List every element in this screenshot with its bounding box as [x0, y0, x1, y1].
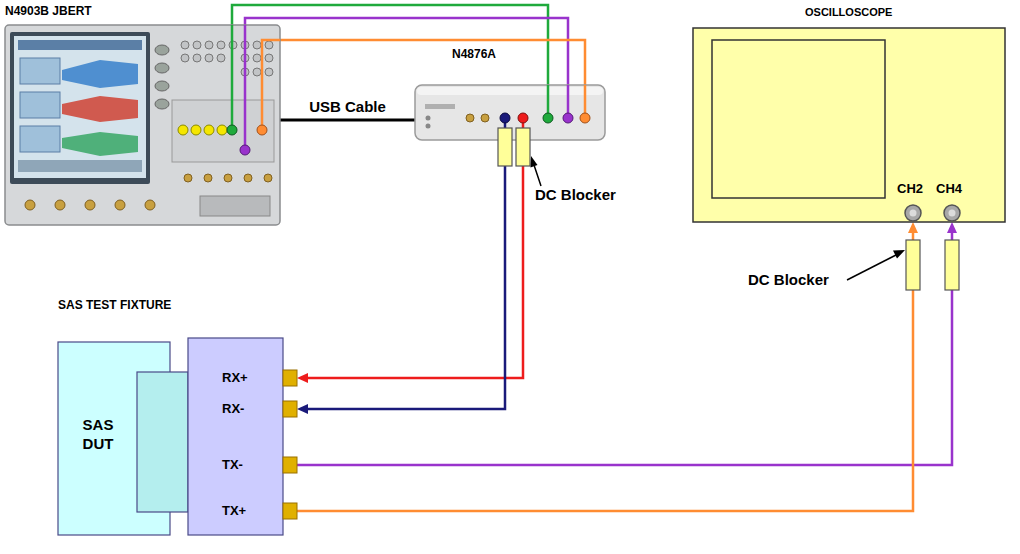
arrowhead — [908, 222, 918, 233]
callout-label: DC Blocker — [535, 186, 616, 204]
box-top — [417, 87, 603, 95]
green-connector — [227, 125, 237, 135]
instrument-node: N4876A — [415, 85, 605, 140]
button — [155, 99, 169, 109]
screen-bezel — [10, 32, 150, 184]
screen-bar — [18, 40, 142, 50]
yellow-connectors — [178, 125, 227, 135]
purple-connector — [563, 113, 573, 123]
button — [155, 63, 169, 73]
cable-line — [245, 18, 568, 85]
dc-blocker — [498, 128, 512, 166]
screen-panel — [20, 58, 60, 84]
arrowhead — [297, 373, 308, 383]
button — [155, 81, 169, 91]
callout-label: DC Blocker — [748, 271, 829, 289]
instrument-name: OSCILLOSCOPE — [805, 6, 892, 19]
screen-panel — [20, 92, 60, 118]
blue-connector — [500, 113, 510, 123]
connector — [481, 114, 489, 122]
sma-tab — [283, 457, 297, 473]
instrument-name: N4876A — [452, 47, 496, 61]
channel-input — [905, 205, 921, 221]
leader-arrowhead — [893, 250, 905, 259]
dc-blocker — [906, 240, 920, 290]
dc-blocker — [516, 128, 530, 166]
connector-panel — [172, 100, 274, 162]
channel-input — [944, 205, 960, 221]
pin-label: TX+ — [222, 503, 246, 519]
button — [155, 45, 169, 55]
cable-connector — [297, 140, 523, 383]
cable-line — [280, 40, 585, 85]
orange-cable — [262, 40, 280, 130]
connector — [466, 114, 474, 122]
cable-label: USB Cable — [307, 98, 388, 116]
screen-panel — [20, 126, 60, 152]
sma-tab — [283, 370, 297, 386]
scope-screen — [712, 40, 885, 198]
dut-connector — [137, 372, 188, 512]
cable-line — [305, 140, 505, 409]
arrowhead — [947, 222, 957, 233]
channel-input-core — [949, 210, 956, 217]
led — [426, 124, 431, 129]
arrowhead — [297, 404, 308, 414]
green-connector — [543, 113, 553, 123]
pin-label: RX- — [222, 401, 244, 417]
purple-cable — [244, 25, 247, 150]
fixture-title: SAS TEST FIXTURE — [58, 298, 171, 312]
dc-blocker — [945, 240, 959, 290]
cable-line — [297, 230, 913, 511]
channel-input-core — [910, 210, 917, 217]
instrument-node: N4903B JBERT — [5, 25, 280, 225]
screen-graphic — [62, 132, 138, 156]
keypad — [181, 41, 273, 76]
channel-label: CH4 — [936, 181, 962, 197]
cable-line — [305, 140, 523, 378]
dut-node: SAS DUT — [58, 342, 170, 535]
cable-line — [280, 119, 415, 122]
dut-label: SAS DUT — [68, 416, 128, 454]
red-connector — [518, 113, 528, 123]
sas-fixture-assembly — [58, 338, 297, 535]
port-block — [200, 196, 270, 216]
cable-connector — [297, 140, 505, 414]
cable-connector — [297, 222, 957, 465]
instrument-body — [5, 25, 280, 225]
n4876a-box — [415, 85, 605, 186]
leader-line — [847, 255, 896, 280]
pin-label: RX+ — [222, 370, 248, 386]
screen-graphic — [62, 60, 138, 88]
led — [426, 116, 431, 121]
fixture-board — [188, 338, 283, 535]
cable-connector — [280, 40, 585, 85]
screen — [14, 36, 146, 178]
leader-line — [534, 165, 541, 186]
oscilloscope-node: OSCILLOSCOPECH2CH4 — [693, 28, 1005, 222]
front-detail — [425, 104, 455, 109]
cable-connector — [280, 120, 415, 121]
oscilloscope — [693, 28, 1005, 290]
cable-line — [297, 230, 952, 465]
purple-connector — [240, 145, 250, 155]
orange-connector — [580, 113, 590, 123]
sma-tab — [283, 503, 297, 519]
pin-label: TX- — [222, 457, 243, 473]
channel-label: CH2 — [897, 181, 923, 197]
leader-arrowhead — [531, 156, 538, 168]
instrument-name: N4903B JBERT — [5, 4, 92, 18]
fixture-node: SAS TEST FIXTURERX+RX-TX-TX+ — [188, 338, 297, 535]
screen-graphic — [62, 96, 138, 122]
jbert-instrument — [5, 25, 280, 225]
cable-connector — [245, 18, 568, 85]
green-cable — [231, 25, 234, 130]
cable-connector — [297, 222, 918, 511]
sma-tab — [283, 401, 297, 417]
orange-connector — [257, 125, 267, 135]
screen-bar — [18, 160, 142, 172]
scope-body — [693, 28, 1005, 222]
